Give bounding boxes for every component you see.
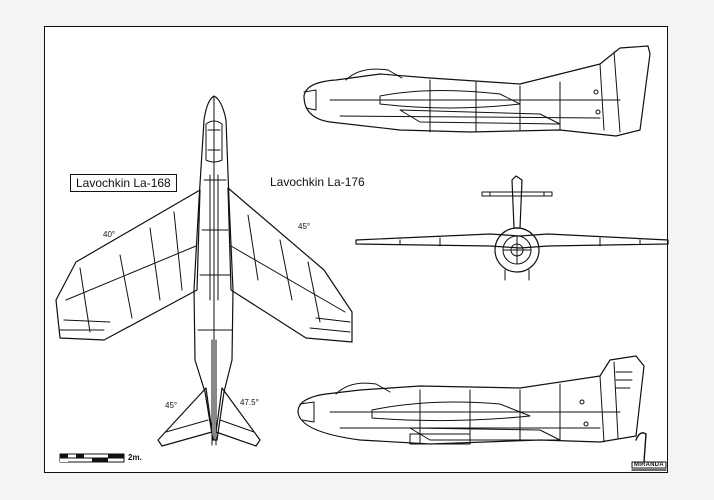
logo-text: MIRANDA — [634, 462, 664, 468]
plan-left-wing — [55, 189, 201, 341]
logo-mark — [631, 432, 667, 471]
angle-tail-left: 45° — [165, 401, 178, 410]
scale-label: 2m. — [128, 453, 142, 462]
scale-seg-4 — [60, 458, 68, 462]
front-view — [355, 175, 669, 281]
scale-seg-3 — [92, 458, 108, 462]
plan-right-stab — [215, 387, 261, 447]
side-lower-fuselage — [297, 355, 645, 445]
scale-seg-5 — [108, 454, 124, 458]
scale-seg-2 — [76, 454, 84, 458]
front-wing — [355, 233, 669, 249]
label-la176: Lavochkin La-176 — [270, 175, 365, 189]
scale-seg-1 — [60, 454, 68, 458]
scale-bar — [59, 453, 125, 463]
plan-right-wing — [227, 187, 353, 343]
angle-tail-right: 47.5° — [240, 398, 259, 407]
front-fin — [511, 175, 523, 229]
plan-fuselage — [193, 95, 234, 441]
plan-left-stab — [157, 387, 213, 447]
angle-wing-left: 40° — [103, 230, 116, 239]
angle-wing-right: 45° — [298, 222, 311, 231]
side-upper-fuselage — [303, 45, 651, 137]
label-la168: Lavochkin La-168 — [70, 174, 177, 192]
side-view-lower — [297, 355, 645, 445]
side-view-upper — [303, 45, 651, 137]
plan-view — [55, 95, 353, 447]
